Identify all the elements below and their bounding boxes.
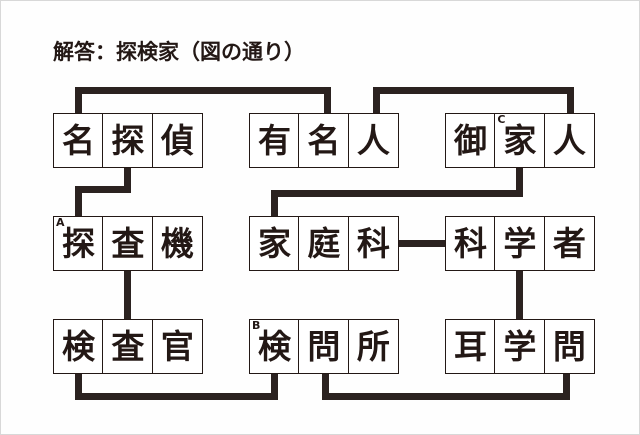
word-cell[interactable]: 庭 — [298, 216, 350, 271]
cell-char: 検 — [62, 327, 95, 366]
link-na-top-vertical-right — [324, 87, 331, 115]
word-group-meitantei[interactable]: 名 探 偵 — [53, 113, 203, 168]
link-na-top-horizontal — [75, 87, 331, 94]
word-cell[interactable]: 学 — [494, 216, 546, 271]
word-cell[interactable]: 官 — [151, 319, 203, 374]
link-tan-vertical-upper — [124, 167, 131, 193]
word-cell[interactable]: 査 — [102, 216, 154, 271]
word-cell[interactable]: 検 — [53, 319, 104, 374]
link-tan-horizontal — [75, 186, 131, 193]
word-cell[interactable]: 耳 — [445, 319, 496, 374]
word-cell[interactable]: 探 — [102, 113, 154, 168]
word-cell[interactable]: 機 — [151, 216, 203, 271]
cell-char: 所 — [356, 327, 390, 366]
word-cell[interactable]: 偵 — [151, 113, 203, 168]
link-ken-bottom-vertical-right — [271, 372, 278, 400]
cell-char: 耳 — [454, 327, 487, 366]
cell-char: 問 — [552, 327, 586, 366]
link-ken-bottom-vertical-left — [75, 372, 82, 400]
link-ken-bottom-horizontal — [75, 393, 278, 400]
word-cell[interactable]: 者 — [543, 216, 595, 271]
word-group-kagakusha[interactable]: 科 学 者 — [445, 216, 595, 271]
link-ka-horizontal — [271, 190, 523, 197]
word-group-kateika[interactable]: 家 庭 科 — [249, 216, 399, 271]
cell-char: 人 — [552, 121, 586, 160]
word-cell[interactable]: 名 — [53, 113, 104, 168]
word-cell[interactable]: 科 — [347, 216, 399, 271]
cell-char: 学 — [503, 327, 537, 366]
link-mon-bottom-vertical-right — [563, 372, 570, 400]
cell-char: 学 — [503, 224, 537, 263]
cell-char: 探 — [62, 224, 95, 263]
link-jin-top-vertical-left — [373, 87, 380, 115]
cell-char: 御 — [454, 121, 487, 160]
word-cell[interactable]: 問 — [543, 319, 595, 374]
cell-char: 名 — [307, 121, 341, 160]
link-ka-vertical-lower — [271, 190, 278, 218]
word-cell[interactable]: 学 — [494, 319, 546, 374]
word-cell[interactable]: 家 — [249, 216, 300, 271]
marker-label-c: C — [497, 113, 506, 126]
link-ka-vertical-upper — [516, 167, 523, 197]
link-jin-top-horizontal — [373, 87, 574, 94]
cell-char: 者 — [552, 224, 586, 263]
cell-char: 庭 — [307, 224, 341, 263]
cell-char: 機 — [160, 224, 194, 263]
word-group-yuumeijin[interactable]: 有 名 人 — [249, 113, 399, 168]
link-gaku-vertical — [516, 269, 523, 321]
link-sa-vertical — [124, 269, 131, 321]
cell-char: 科 — [356, 224, 390, 263]
page-title: 解答：探検家（図の通り） — [53, 40, 305, 64]
marker-label-b: B — [252, 319, 261, 332]
cell-char: 家 — [503, 121, 537, 160]
word-cell[interactable]: 名 — [298, 113, 350, 168]
cell-char: 問 — [307, 327, 341, 366]
link-jin-top-vertical-right — [567, 87, 574, 115]
cell-char: 有 — [258, 121, 291, 160]
marker-label-a: A — [56, 216, 65, 229]
link-na-top-vertical-left — [75, 87, 82, 115]
cell-char: 検 — [258, 327, 291, 366]
link-ka-science-horizontal — [397, 240, 447, 247]
word-group-kensakan[interactable]: 検 査 官 — [53, 319, 203, 374]
word-cell[interactable]: 人 — [543, 113, 595, 168]
cell-char: 偵 — [160, 121, 194, 160]
word-cell[interactable]: 有 — [249, 113, 300, 168]
link-mon-bottom-horizontal — [322, 393, 570, 400]
link-mon-bottom-vertical-left — [322, 372, 329, 400]
cell-char: 探 — [111, 121, 145, 160]
word-cell[interactable]: 査 — [102, 319, 154, 374]
cell-char: 査 — [111, 224, 145, 263]
word-cell[interactable]: 所 — [347, 319, 399, 374]
word-group-mimigakumon[interactable]: 耳 学 問 — [445, 319, 595, 374]
cell-char: 官 — [160, 327, 194, 366]
word-cell[interactable]: 人 — [347, 113, 399, 168]
cell-char: 査 — [111, 327, 145, 366]
cell-char: 人 — [356, 121, 390, 160]
cell-char: 名 — [62, 121, 95, 160]
link-tan-vertical-lower — [75, 186, 82, 218]
word-cell[interactable]: 問 — [298, 319, 350, 374]
cell-char: 科 — [454, 224, 487, 263]
cell-char: 家 — [258, 224, 291, 263]
word-cell[interactable]: 御 — [445, 113, 496, 168]
word-cell[interactable]: 科 — [445, 216, 496, 271]
